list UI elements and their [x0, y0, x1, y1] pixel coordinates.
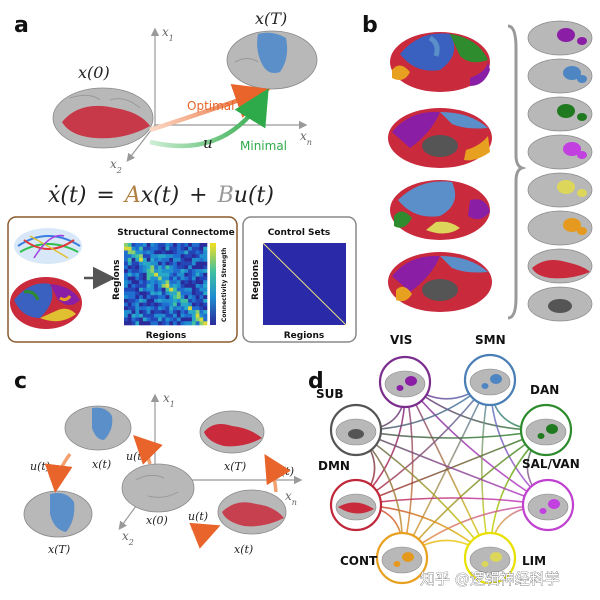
brain-c-bottom-right	[217, 489, 287, 535]
brain-b-2	[388, 108, 492, 168]
network-node-dmn	[329, 478, 383, 532]
parcellation-image	[10, 277, 82, 329]
network-brain-b-sub	[527, 286, 593, 322]
network-node-lim	[463, 531, 517, 585]
brain-x0	[52, 87, 154, 149]
network-node-sub	[329, 403, 383, 457]
network-label-cont: CONT	[340, 554, 378, 568]
network-brain-b-sal-van	[527, 134, 593, 170]
network-brains-column	[527, 20, 593, 322]
arrow-center-to-bottom-right	[189, 522, 221, 549]
colorbar-label: Connectivity Strength	[221, 248, 228, 322]
brace	[507, 24, 527, 320]
brain-b-3	[390, 180, 490, 240]
brain-c-bottom-left	[23, 490, 93, 538]
network-label-sal-van: SAL/VAN	[522, 457, 580, 471]
optimal-label: Optimal	[187, 99, 234, 113]
panel-d: VIS SMN DAN SAL/VAN LIM CONT DMN SUB	[316, 333, 580, 585]
axis-xn-label-a: xn	[300, 129, 312, 147]
arrow-bottom-right-to-top-right	[264, 453, 291, 493]
state-x0-label: x(0)	[78, 63, 110, 82]
brain-xT	[226, 30, 318, 90]
axis-x1-label-a: x1	[162, 25, 174, 43]
network-node-smn	[463, 353, 517, 407]
arrow-center-to-top-left	[133, 435, 163, 465]
network-label-lim: LIM	[522, 554, 546, 568]
axis-x2-label-c: x2	[122, 529, 134, 547]
control-sets-title: Control Sets	[268, 228, 331, 238]
brain-c-top-left	[64, 405, 132, 451]
axis-x1-label-c: x1	[163, 391, 175, 409]
connectome-matrix	[124, 243, 208, 326]
network-brain-b-cont	[527, 210, 593, 246]
panel-a: x1 xn x2 x(0) x(T) Optimal Minimal u ẋ(t…	[7, 9, 357, 343]
brain-b-1	[390, 32, 490, 92]
axis-x2-label-a: x2	[110, 157, 122, 175]
network-label-vis: VIS	[390, 333, 412, 347]
state-xT-label: x(T)	[255, 9, 287, 28]
left-input-label: u(t)	[30, 460, 50, 473]
network-label-dmn: DMN	[318, 459, 350, 473]
network-node-dan	[519, 403, 573, 457]
panel-label-c: c	[14, 369, 27, 394]
connectome-xlabel: Regions	[146, 331, 187, 341]
top-right-input-label: u(t)	[274, 465, 294, 478]
dynamics-equation: ẋ(t)=Ax(t)+Bu(t)	[48, 183, 274, 208]
bottom-right-state-label: x(t)	[234, 543, 253, 556]
network-links	[355, 379, 549, 559]
connectome-colorbar	[210, 243, 216, 325]
network-brain-b-smn	[527, 58, 593, 94]
brain-b-4	[388, 252, 492, 312]
network-label-smn: SMN	[475, 333, 506, 347]
control-sets-ylabel: Regions	[251, 259, 261, 300]
network-nodes: VIS SMN DAN SAL/VAN LIM CONT DMN SUB	[316, 333, 580, 585]
panel-label-d: d	[308, 369, 324, 394]
brain-c-center	[121, 463, 195, 513]
connectome-title: Structural Connectome	[117, 228, 234, 238]
axis-xn-label-c: xn	[285, 489, 297, 507]
brain-c-top-right	[199, 410, 265, 454]
network-brain-b-vis	[527, 20, 593, 56]
center-state-label: x(0)	[146, 514, 168, 527]
bottom-left-state-label: x(T)	[48, 543, 70, 556]
connectome-ylabel: Regions	[112, 259, 122, 300]
panel-b	[388, 20, 593, 322]
network-label-dan: DAN	[530, 383, 559, 397]
connectome-box	[7, 216, 238, 343]
link-smn-lim	[481, 379, 491, 559]
panel-c: x1 xn x2 x(0) x(t) u(t) x(T) u(t)	[23, 391, 303, 556]
control-sets-box	[242, 216, 357, 343]
tractography-image	[14, 228, 82, 264]
panel-label-a: a	[14, 13, 29, 38]
network-node-cont	[375, 531, 429, 585]
top-left-state-label: x(t)	[92, 458, 111, 471]
control-sets-diagonal	[262, 242, 347, 326]
top-right-state-label: x(T)	[224, 460, 246, 473]
bottom-right-input-label: u(t)	[188, 510, 208, 523]
arrow-top-left-to-bottom-left	[44, 452, 73, 493]
minimal-trajectory	[149, 88, 269, 149]
network-brain-b-dmn	[527, 248, 593, 284]
top-left-input-label: u(t)	[126, 450, 146, 463]
network-brain-b-lim	[527, 172, 593, 208]
panel-label-b: b	[362, 13, 378, 38]
network-node-sal-van	[521, 478, 575, 532]
input-u-label: u	[203, 134, 213, 152]
watermark: 知乎 @逻辑神经科学	[420, 570, 560, 588]
control-sets-xlabel: Regions	[284, 331, 325, 341]
network-node-vis	[378, 355, 432, 409]
minimal-label: Minimal	[240, 139, 287, 153]
network-brain-b-dan	[527, 96, 593, 132]
network-label-sub: SUB	[316, 387, 344, 401]
